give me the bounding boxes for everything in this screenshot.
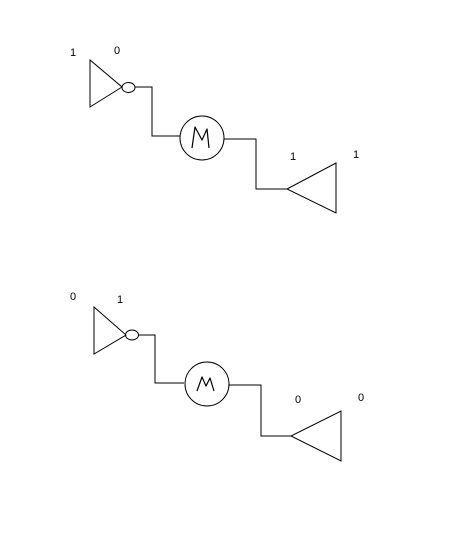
wire-inverter-to-motor [135, 86, 180, 137]
inverter-output-label: 0 [114, 45, 120, 57]
inverter-output-label: 1 [117, 294, 123, 306]
buffer-output-label: 1 [353, 149, 359, 161]
wire-motor-to-buffer [224, 138, 287, 190]
buffer-gate-icon [285, 162, 337, 214]
motor-icon [184, 361, 230, 407]
buffer-output-label: 0 [358, 392, 364, 404]
wire-inverter-to-motor [139, 334, 184, 384]
buffer-gate-icon [289, 410, 342, 462]
circuit-1: 1 0 1 1 [70, 45, 359, 214]
buffer-input-label: 0 [295, 394, 301, 406]
circuit-2: 0 1 0 0 [70, 291, 364, 462]
buffer-input-label: 1 [290, 151, 296, 163]
inverter-input-label: 0 [70, 291, 76, 303]
not-gate-icon [93, 305, 139, 355]
wire-motor-to-buffer [229, 384, 291, 437]
inverter-input-label: 1 [70, 47, 76, 59]
motor-icon [179, 115, 225, 161]
not-gate-icon [89, 58, 136, 108]
